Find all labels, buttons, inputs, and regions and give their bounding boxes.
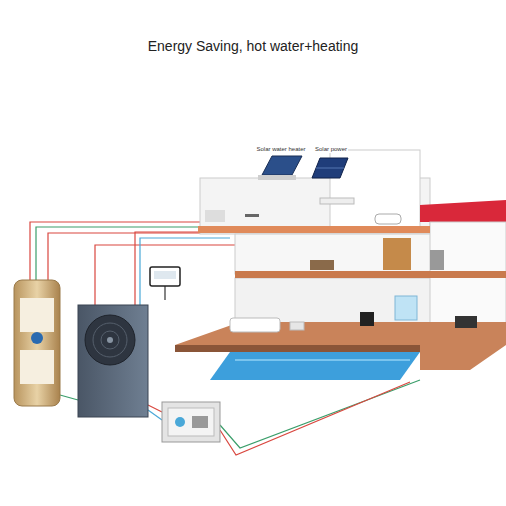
control-box: [162, 402, 220, 442]
part-label: Solar water heater: [255, 146, 306, 153]
red-wire: [148, 405, 162, 412]
fan-hub: [107, 337, 113, 343]
title: Energy Saving, hot water+heating: [0, 38, 506, 54]
chair: [205, 210, 225, 222]
floor-slab: [235, 271, 506, 278]
green-wire: [36, 227, 200, 282]
sink-cabinet: [455, 316, 477, 328]
tv: [360, 312, 374, 326]
armchair: [290, 322, 304, 330]
tank-panel: [20, 350, 54, 384]
deck-edge: [175, 345, 420, 352]
water-tank: [14, 280, 60, 406]
swimming-pool: [210, 352, 420, 380]
solar-water-heater: [262, 156, 302, 175]
controller: [150, 267, 180, 286]
bed: [310, 260, 334, 270]
cabinet: [430, 250, 444, 270]
green-wire: [60, 395, 78, 400]
part-label: Solar power: [314, 146, 348, 153]
heater-tank: [258, 175, 296, 180]
floor-slab: [198, 226, 430, 233]
red-wire: [30, 222, 200, 282]
table: [245, 214, 259, 217]
blue-wire: [140, 238, 230, 305]
shower: [395, 296, 417, 320]
shelf: [383, 238, 411, 270]
controller-screen: [154, 271, 176, 279]
bathtub: [375, 214, 401, 224]
control-wire: [164, 286, 165, 300]
circulation-pump: [175, 417, 185, 427]
pool-ripple: [235, 359, 410, 361]
control-box-inner: [168, 408, 214, 436]
valve: [192, 416, 208, 428]
red-roof: [420, 200, 506, 222]
tank-logo: [31, 332, 43, 344]
red-wire: [220, 382, 410, 455]
solar-panel: [312, 158, 348, 178]
tank-panel: [20, 298, 54, 332]
heat-pump: [78, 305, 148, 417]
indoor-unit: [320, 198, 354, 204]
fan-grille: [101, 331, 119, 349]
panel-grid: [316, 168, 344, 169]
fan-grille: [93, 323, 127, 357]
fan: [85, 315, 135, 365]
sofa: [230, 318, 280, 332]
